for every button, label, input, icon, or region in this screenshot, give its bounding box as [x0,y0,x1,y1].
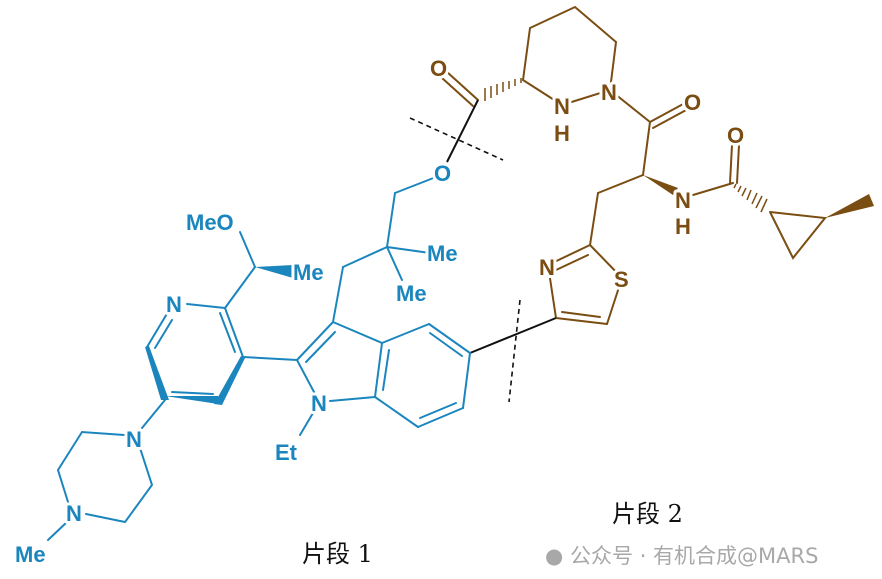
bond [386,246,431,254]
atom-pyridine-n: N [166,292,182,317]
bond [146,311,169,348]
hashed-bond [484,78,522,101]
hashed-bond [733,183,768,213]
bond [186,303,226,309]
bond [224,307,244,358]
bold-bond [145,346,169,400]
fragment-2-caption: 片段 2 [612,500,683,528]
bond-inner [382,349,390,391]
wedge-bond [825,194,874,218]
fragment-1-caption: 片段 1 [302,540,373,568]
bond [386,246,403,281]
watermark-text: 公众号 · 有机合成@MARS [570,544,819,568]
bond [692,182,734,196]
bond [547,244,591,266]
bond [296,359,315,393]
atom-indole-n: N [311,391,327,416]
atom-piperazine-n1: N [66,501,82,526]
cyclopropane-ring [769,211,827,260]
atom-amide-nh-n: N [675,188,691,213]
amide-carbonyl-bond-2 [652,108,689,129]
wedge-bond [643,175,678,195]
cut-line-biaryl [508,299,521,403]
bond [374,342,383,398]
bond [332,266,344,323]
biaryl-bond [469,317,557,354]
bond [386,192,396,248]
bond-inner [219,312,236,353]
atom-me-b: Me [396,281,427,306]
bond [589,244,623,279]
atom-ring-n: N [601,80,617,105]
atom-ester-o: O [430,56,447,81]
bold-bond [165,396,218,404]
bond-inner [305,331,336,363]
bond [555,317,608,325]
bond-inner [171,391,214,395]
bond [428,323,471,354]
atom-amide-nh-h: H [675,214,691,239]
bond [417,407,464,428]
bond [141,399,166,429]
bond [597,174,644,194]
watermark: ● 公众号 · 有机合成@MARS [545,540,818,570]
bond [332,321,383,344]
wedge-bond [255,265,293,278]
amide-carbonyl-bond [649,102,686,123]
atom-nh-h: H [554,121,570,146]
wechat-icon: ● [545,544,564,568]
fragment-2-bonds [441,5,874,325]
cp-amide-carbonyl-bond [729,144,733,184]
bond-inner [419,402,457,419]
bond [394,176,437,194]
tetrahydropyridazine-ring [522,5,618,107]
bond [609,89,651,123]
bond [547,264,557,319]
bond-inner [555,254,589,271]
bond [242,356,298,361]
atom-cp-amide-o: O [727,123,744,148]
atom-piperazine-n4: N [126,427,142,452]
bond [224,266,256,309]
bond [381,323,430,344]
ester-carbonyl-bond [446,71,479,101]
atom-me-wedge: Me [293,260,324,285]
piperazine-ring [85,447,154,524]
bond [47,521,68,541]
bond-inner [429,332,463,357]
bond [299,412,314,436]
linker-bonds [409,99,557,403]
atom-ethyl: Et [275,440,298,465]
atom-n-methyl: Me [15,542,46,567]
fragment-1-bonds [47,176,471,541]
ester-carbonyl-bond-2 [441,77,474,107]
bond-inner [154,319,173,349]
atom-nh-n: N [554,94,570,119]
atom-ether-o: O [434,161,451,186]
bond [642,121,651,176]
bond [589,192,599,246]
bold-bond [214,356,245,405]
atom-amide-o: O [684,90,701,115]
bond [462,352,471,409]
ester-o-bond [446,99,479,163]
bond [296,321,334,361]
piperazine-ring [56,430,125,503]
atom-labels: O N H N O N H O N S O Me Me MeO Me N N E… [12,53,747,570]
bond-inner [561,311,601,318]
atom-thiazole-n: N [539,255,555,280]
atom-thiazole-s: S [614,267,629,292]
atom-methoxy: MeO [186,210,234,235]
atom-me-a: Me [427,241,458,266]
bond [342,246,388,268]
bond [606,277,623,325]
bond [329,396,376,402]
bond [374,396,419,428]
cp-amide-carbonyl-bond-2 [736,144,740,184]
cut-line-ester [409,117,504,161]
bond [239,231,256,268]
